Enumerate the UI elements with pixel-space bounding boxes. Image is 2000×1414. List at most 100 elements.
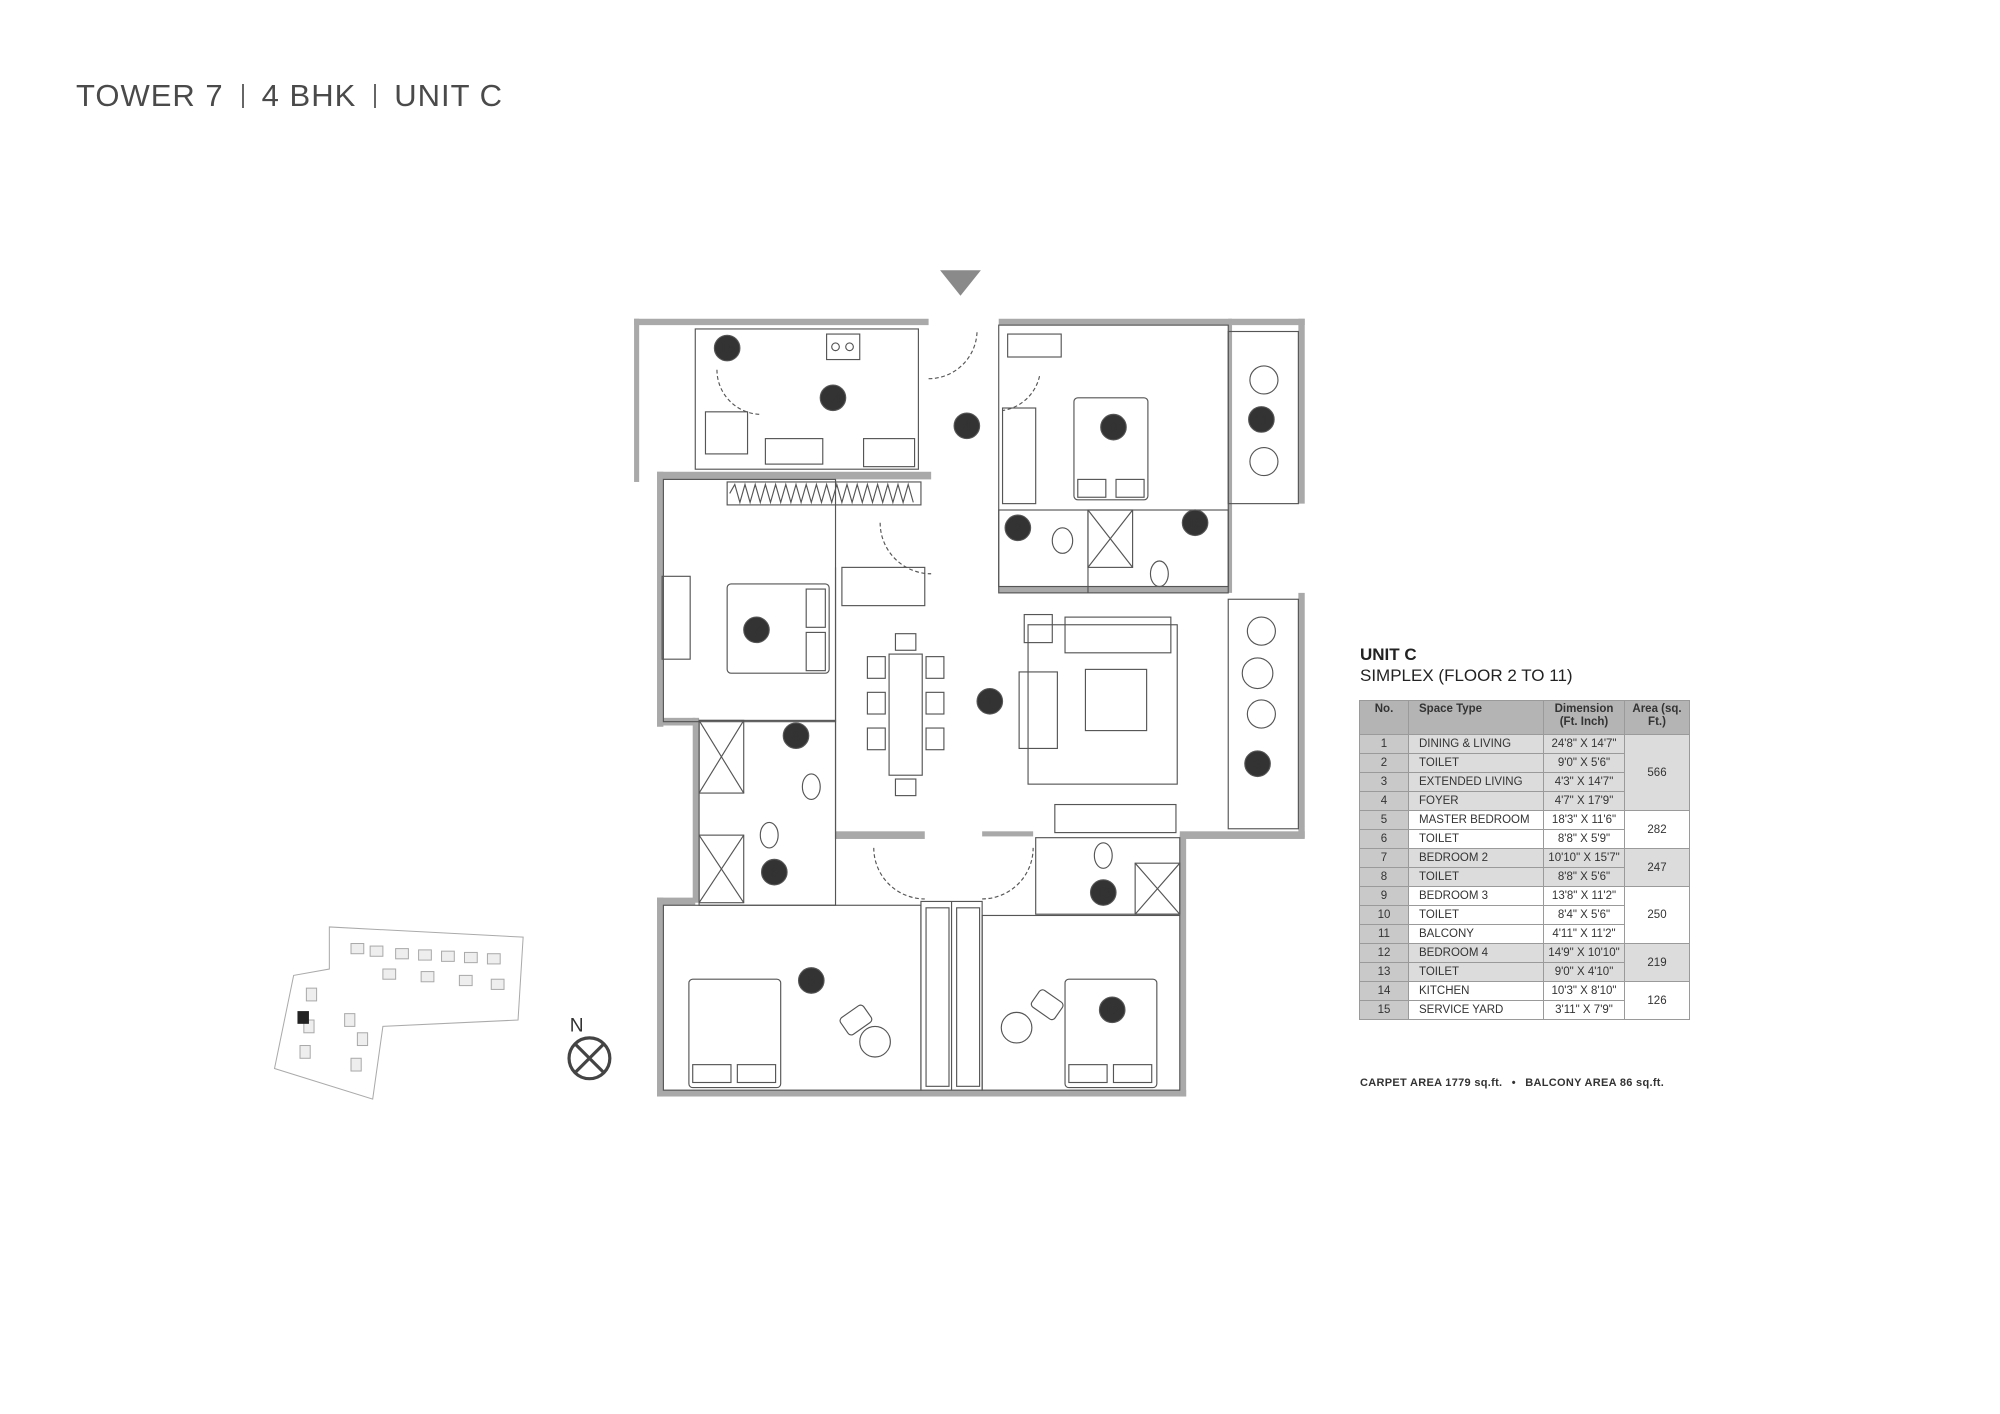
row-number: 13 xyxy=(1359,962,1409,982)
space-type: FOYER xyxy=(1408,791,1544,811)
dimension: 4'11" X 11'2" xyxy=(1543,924,1625,944)
north-indicator: N xyxy=(567,1015,612,1081)
area-value: 250 xyxy=(1624,886,1690,944)
row-number: 2 xyxy=(1359,753,1409,773)
space-type: TOILET xyxy=(1408,829,1544,849)
room-marker-14: 14 xyxy=(819,384,847,412)
walls xyxy=(634,318,1305,1097)
room-marker-8: 8 xyxy=(782,722,810,750)
space-type: KITCHEN xyxy=(1408,981,1544,1001)
dimension: 8'8" X 5'6" xyxy=(1543,867,1625,887)
row-number: 1 xyxy=(1359,734,1409,754)
room-marker-3: 3 xyxy=(1244,750,1271,778)
room-marker-1: 1 xyxy=(976,687,1004,715)
room-number: 8 xyxy=(792,728,800,744)
row-number: 8 xyxy=(1359,867,1409,887)
room-number: 14 xyxy=(825,390,841,406)
unit-label: UNIT C xyxy=(394,78,504,113)
room-marker-2: 2 xyxy=(1004,514,1032,542)
room-number: 2 xyxy=(1014,520,1022,536)
unit-subtitle: SIMPLEX (FLOOR 2 TO 11) xyxy=(1360,666,1573,685)
dimension: 10'3" X 8'10" xyxy=(1543,981,1625,1001)
key-plan xyxy=(273,926,524,1100)
row-number: 4 xyxy=(1359,791,1409,811)
room-marker-6: 6 xyxy=(760,858,788,886)
room-marker-5: 5 xyxy=(797,967,825,994)
tower-label: TOWER 7 xyxy=(76,78,224,113)
bullet: • xyxy=(1511,1077,1516,1089)
room-number: 6 xyxy=(770,864,778,880)
room-number: 4 xyxy=(963,418,971,434)
col-no: No. xyxy=(1359,700,1409,735)
area-table: No. Space Type Dimension (Ft. Inch) Area… xyxy=(1359,700,1690,1020)
dimension: 10'10" X 15'7" xyxy=(1543,848,1625,868)
room-number: 13 xyxy=(1095,885,1111,901)
area-value: 219 xyxy=(1624,943,1690,982)
separator xyxy=(241,84,244,108)
table-header: No. Space Type Dimension (Ft. Inch) Area… xyxy=(1359,700,1690,735)
col-area: Area (sq. Ft.) xyxy=(1624,700,1690,735)
room-marker-13: 13 xyxy=(1089,879,1117,906)
room-marker-10: 10 xyxy=(1181,509,1209,537)
room-number: 11 xyxy=(1254,412,1269,428)
room-number-markers: 1 2 3 4 5 6 7 8 9 10 11 12 13 14 15 xyxy=(713,334,1275,1024)
room-number: 12 xyxy=(1104,1002,1120,1018)
row-number: 12 xyxy=(1359,943,1409,963)
furniture xyxy=(661,333,1279,1089)
space-type: BALCONY xyxy=(1408,924,1544,944)
dimension: 4'3" X 14'7" xyxy=(1543,772,1625,792)
area-value: 282 xyxy=(1624,810,1690,849)
north-label: N xyxy=(570,1015,584,1036)
dimension: 18'3" X 11'6" xyxy=(1543,810,1625,830)
compass-icon xyxy=(567,1036,612,1081)
unit-info: UNIT C SIMPLEX (FLOOR 2 TO 11) xyxy=(1360,644,1573,686)
row-number: 14 xyxy=(1359,981,1409,1001)
row-number: 3 xyxy=(1359,772,1409,792)
space-type: BEDROOM 4 xyxy=(1408,943,1544,963)
room-marker-11: 11 xyxy=(1248,406,1275,433)
space-type: SERVICE YARD xyxy=(1408,1000,1544,1020)
space-type: BEDROOM 3 xyxy=(1408,886,1544,906)
area-value: 126 xyxy=(1624,981,1690,1020)
room-marker-9: 9 xyxy=(1100,413,1127,441)
space-type: DINING & LIVING xyxy=(1408,734,1544,754)
row-number: 5 xyxy=(1359,810,1409,830)
dimension: 8'8" X 5'9" xyxy=(1543,829,1625,849)
space-type: TOILET xyxy=(1408,753,1544,773)
separator xyxy=(374,84,377,108)
row-number: 10 xyxy=(1359,905,1409,925)
col-space-type: Space Type xyxy=(1408,700,1544,735)
room-marker-15: 15 xyxy=(713,334,741,362)
room-number: 5 xyxy=(807,973,815,989)
room-marker-12: 12 xyxy=(1098,996,1126,1024)
unit-location-marker xyxy=(297,1011,309,1024)
balcony-area: BALCONY AREA 86 sq.ft. xyxy=(1525,1077,1665,1089)
space-type: EXTENDED LIVING xyxy=(1408,772,1544,792)
room-number: 15 xyxy=(719,340,735,356)
room-number: 7 xyxy=(753,622,761,638)
space-type: TOILET xyxy=(1408,905,1544,925)
dimension: 9'0" X 5'6" xyxy=(1543,753,1625,773)
dimension: 14'9" X 10'10" xyxy=(1543,943,1625,963)
page-title: TOWER 7 4 BHK UNIT C xyxy=(76,78,503,114)
row-number: 7 xyxy=(1359,848,1409,868)
area-value: 566 xyxy=(1624,734,1690,811)
dimension: 3'11" X 7'9" xyxy=(1543,1000,1625,1020)
bhk-label: 4 BHK xyxy=(261,78,357,113)
row-number: 11 xyxy=(1359,924,1409,944)
space-type: TOILET xyxy=(1408,867,1544,887)
room-number: 10 xyxy=(1187,515,1203,531)
dimension: 4'7" X 17'9" xyxy=(1543,791,1625,811)
